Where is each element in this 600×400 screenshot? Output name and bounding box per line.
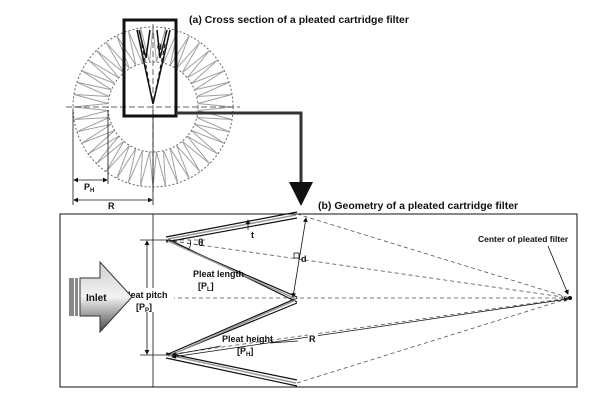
inlet-arrow: Inlet (69, 260, 133, 334)
geometry-frame (59, 213, 578, 388)
pleat-height-symbol: [PH] (237, 346, 253, 358)
pleat-walls (165, 211, 298, 387)
inlet-label: Inlet (86, 293, 107, 304)
d-label: d (301, 254, 307, 264)
pleat-length-label: Pleat length (193, 269, 244, 279)
box-dash-left (141, 43, 154, 105)
part-a-title: (a) Cross section of a pleated cartridge… (189, 14, 409, 26)
r-line (171, 297, 569, 359)
center-pointer-arrow (547, 245, 569, 295)
connector-arrow (176, 111, 313, 206)
r-label-bg (308, 333, 318, 344)
part-b-title: (b) Geometry of a pleated cartridge filt… (318, 200, 518, 212)
theta-label-b: θ (198, 238, 203, 249)
r-label-b: R (309, 334, 316, 344)
zoom-box (122, 18, 178, 118)
center-point (568, 296, 572, 300)
box-pleat (136, 29, 171, 105)
pleat-length-symbol: [PL] (198, 281, 214, 293)
cross-section-figure: θ PH R (a) Cross section of a pleated ca… (66, 14, 409, 211)
r-label-a: R (108, 201, 115, 211)
pleat-height-label: Pleat height (222, 334, 273, 344)
t-label: t (251, 230, 254, 240)
pleat-ring (72, 26, 234, 188)
geometry-figure: (b) Geometry of a pleated cartridge filt… (59, 200, 578, 388)
pleat-ring-path (72, 26, 234, 188)
box-pleat-inner (138, 29, 168, 59)
right-angle-mark (293, 252, 300, 259)
center-label: Center of pleated filter (478, 234, 569, 244)
box-theta-label: θ (157, 42, 162, 52)
d-dimension-line (291, 217, 308, 298)
box-dash-right (152, 43, 166, 105)
pleat-pitch-label: Pleat pitch (122, 290, 168, 300)
pleat-pitch-symbol: [PP] (136, 302, 152, 314)
theta-arc (187, 239, 192, 251)
pleat-walls-gray (167, 214, 297, 384)
ph-label: PH (84, 182, 94, 194)
